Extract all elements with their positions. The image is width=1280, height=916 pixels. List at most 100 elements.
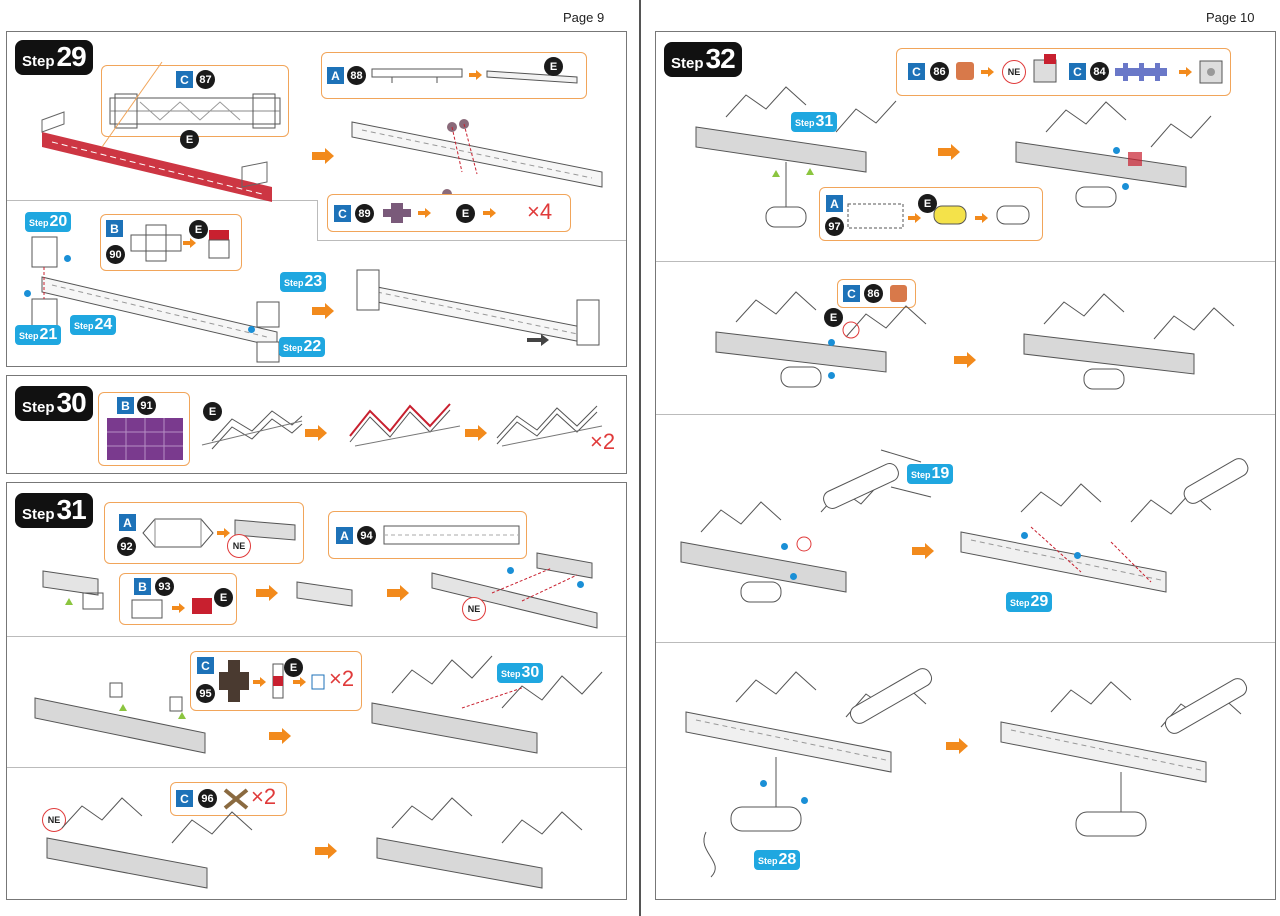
tab-e-label: E: [180, 130, 199, 149]
part-97-rolled-drawing: [933, 205, 967, 225]
tab-e-label: E: [214, 588, 233, 607]
truss-frame-red: [41, 61, 272, 202]
part-87-label: 87: [196, 70, 215, 89]
callout-part-95: C 95 E ×2: [190, 651, 362, 711]
part-84-label: 84: [1090, 62, 1109, 81]
part-84-drawing: [1115, 63, 1167, 81]
part-90-label: 90: [106, 245, 125, 264]
part-97-label: 97: [825, 217, 844, 236]
part-91-label: 91: [137, 396, 156, 415]
callout-part-86: C 86: [837, 279, 916, 308]
panel-with-solar-drawing: [371, 655, 603, 754]
part-88-label: 88: [347, 66, 366, 85]
part-86-drawing: [956, 62, 974, 80]
sheet-c-label: C: [176, 790, 193, 807]
callout-part-89: C 89 E ×4: [327, 194, 571, 232]
ne-label: NE: [462, 597, 486, 621]
part-86-folded-drawing: [1033, 54, 1057, 83]
part-95-label: 95: [196, 684, 215, 703]
truss-assembly-drawing: [351, 119, 603, 205]
part-97-drawing: [847, 203, 904, 229]
panel-complete-drawing: [376, 797, 583, 889]
solar-array-finished-drawing: [496, 405, 603, 447]
panel-with-module-drawing: [1015, 101, 1212, 208]
quantity-x4: ×4: [527, 199, 553, 224]
part-95-folded-drawing: [272, 663, 284, 699]
panel-mount-drawing: [431, 552, 598, 629]
callout-part-88: A 88 E: [321, 52, 587, 99]
panel-with-arrays-drawing: [715, 291, 927, 388]
assembled-truss-drawing: [356, 269, 600, 346]
station-assembly-drawing: [960, 458, 1249, 593]
panel-strip-drawing: [34, 682, 206, 754]
part-92-drawing: [142, 518, 214, 548]
part-86-drawing: [890, 285, 907, 302]
sheet-c-label: C: [197, 657, 214, 674]
sheet-c-label: C: [1069, 63, 1086, 80]
solar-array-folding-drawing: [349, 403, 461, 447]
callout-part-92: A 92 NE: [104, 502, 304, 564]
ne-label: NE: [42, 808, 66, 832]
part-94-drawing: [383, 525, 520, 545]
callout-parts-86-84: C 86 NE C 84: [896, 48, 1231, 96]
cylinder-drawing: [996, 205, 1030, 225]
part-95-cube-drawing: [311, 674, 325, 690]
part-93-folded-drawing: [192, 598, 212, 614]
panel-finished-drawing: [46, 797, 253, 889]
callout-part-97: A 97 E: [819, 187, 1043, 241]
tab-e-label: E: [456, 204, 475, 223]
solar-sheet-drawing: [107, 418, 183, 460]
part-95-drawing: [219, 660, 249, 702]
page-divider: [639, 0, 641, 916]
part-88-folded-drawing: [486, 70, 578, 84]
sheet-c-label: C: [334, 205, 351, 222]
quantity-x2: ×2: [251, 784, 277, 809]
part-90-drawing: [130, 224, 182, 262]
tab-e-label: E: [189, 220, 208, 239]
part-96-drawing: [223, 788, 249, 810]
sheet-a-label: A: [826, 195, 843, 212]
part-86-label: 86: [930, 62, 949, 81]
tab-e-label: E: [918, 194, 937, 213]
part-94-label: 94: [357, 526, 376, 545]
part-92-label: 92: [117, 537, 136, 556]
tab-e-label: E: [203, 402, 222, 421]
tab-e-label: E: [284, 658, 303, 677]
page-number-right: Page 10: [1206, 10, 1255, 25]
part-88-drawing: [371, 68, 463, 83]
module-drawing: [1199, 60, 1223, 84]
callout-part-93: B 93 E: [119, 573, 237, 625]
callout-part-91: B 91: [98, 392, 190, 466]
sheet-a-label: A: [119, 514, 136, 531]
sheet-c-label: C: [908, 63, 925, 80]
sheet-c-label: C: [176, 71, 193, 88]
panel-assembled-drawing: [296, 581, 353, 607]
panel-piece-drawing: [42, 570, 104, 610]
callout-part-94: A 94: [328, 511, 527, 559]
page-number-left: Page 9: [563, 10, 605, 25]
sheet-b-label: B: [134, 578, 151, 595]
truss-with-modules-drawing: [31, 236, 280, 363]
part-92-folded-drawing: [234, 519, 296, 541]
part-89-drawing: [383, 203, 411, 223]
part-96-label: 96: [198, 789, 217, 808]
tab-e-label: E: [544, 57, 563, 76]
quantity-x2: ×2: [329, 666, 355, 691]
callout-part-96: C 96 ×2: [170, 782, 287, 816]
sheet-b-label: B: [117, 397, 134, 414]
pointing-hand-icon: [527, 334, 549, 346]
part-90-folded-drawing: [208, 230, 230, 259]
panel-with-module-drawing: [1023, 293, 1235, 390]
part-89-label: 89: [355, 204, 374, 223]
sheet-a-label: A: [336, 527, 353, 544]
